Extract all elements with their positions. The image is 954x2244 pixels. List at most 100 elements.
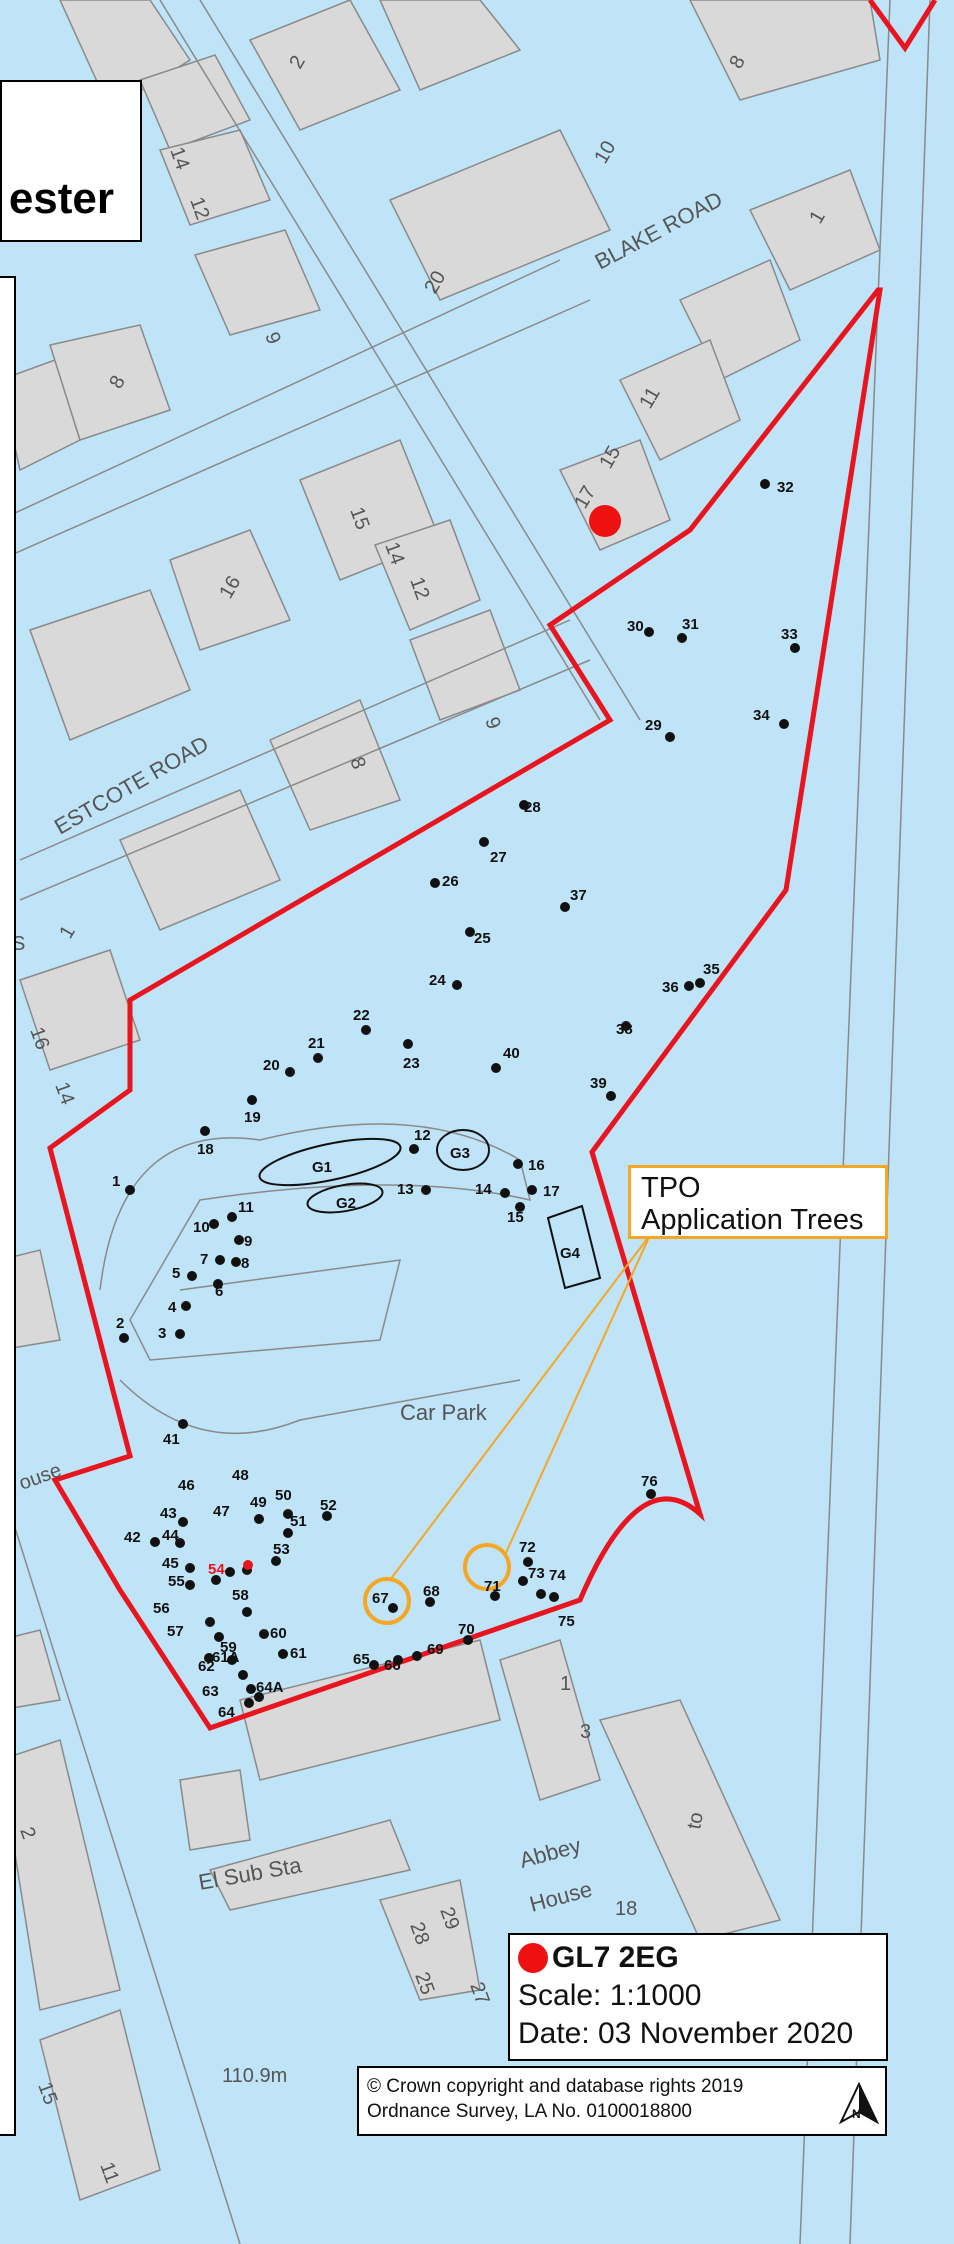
tree-point bbox=[695, 978, 705, 988]
tree-point bbox=[513, 1159, 523, 1169]
tree-label: 71 bbox=[484, 1578, 501, 1595]
tree-point bbox=[185, 1563, 195, 1573]
tree-label: 44 bbox=[162, 1527, 179, 1544]
tree-point bbox=[621, 1021, 631, 1031]
car-park-outline bbox=[99, 1123, 532, 1361]
tree-point bbox=[271, 1556, 281, 1566]
tree-label: 65 bbox=[353, 1651, 370, 1668]
tree-point bbox=[393, 1655, 403, 1665]
tree-label: 15 bbox=[507, 1209, 524, 1226]
group-label: G4 bbox=[560, 1245, 581, 1262]
tree-label: 43 bbox=[160, 1505, 177, 1522]
tree-point bbox=[500, 1188, 510, 1198]
tree-label: 1 bbox=[112, 1173, 120, 1190]
tree-label: 13 bbox=[397, 1181, 414, 1198]
copyright-box: © Crown copyright and database rights 20… bbox=[357, 2066, 887, 2136]
tree-label: 36 bbox=[662, 979, 679, 996]
tree-point bbox=[213, 1279, 223, 1289]
house-number: 18 bbox=[615, 1898, 637, 1920]
tree-label: 19 bbox=[244, 1109, 261, 1126]
tree-label: 75 bbox=[558, 1613, 575, 1630]
tree-point bbox=[519, 800, 529, 810]
tree-label: 67 bbox=[372, 1590, 389, 1607]
tree-label: 64 bbox=[218, 1704, 235, 1721]
tree-point bbox=[452, 980, 462, 990]
tree-point bbox=[119, 1333, 129, 1343]
tree-label: 41 bbox=[163, 1431, 180, 1448]
tree-point bbox=[322, 1511, 332, 1521]
roads bbox=[0, 0, 931, 2244]
copyright-line1: © Crown copyright and database rights 20… bbox=[367, 2076, 744, 2097]
street-label: Car Park bbox=[400, 1400, 488, 1425]
tree-point bbox=[247, 1095, 257, 1105]
group-label: G1 bbox=[312, 1159, 332, 1176]
tree-label: 42 bbox=[124, 1529, 141, 1546]
tree-label: 59 bbox=[220, 1639, 237, 1656]
tree-label: 33 bbox=[781, 626, 798, 643]
tree-label: 60 bbox=[270, 1625, 287, 1642]
tree-point bbox=[283, 1528, 293, 1538]
tree-label: 53 bbox=[273, 1541, 290, 1558]
tree-point bbox=[285, 1067, 295, 1077]
tree-point bbox=[421, 1185, 431, 1195]
tree-point bbox=[412, 1651, 422, 1661]
tree-point bbox=[227, 1212, 237, 1222]
copyright-line2: Ordnance Survey, LA No. 0100018800 bbox=[367, 2101, 692, 2122]
tree-label: 37 bbox=[570, 887, 587, 904]
tree-point bbox=[215, 1255, 225, 1265]
tree-label: 6 bbox=[215, 1283, 223, 1300]
tree-label: 12 bbox=[414, 1127, 431, 1144]
tpo-line2: Application Trees bbox=[641, 1204, 864, 1236]
house-number: 1 bbox=[560, 1673, 571, 1695]
tree-label: 2 bbox=[116, 1315, 124, 1332]
buildings bbox=[0, 0, 881, 2201]
tree-point bbox=[234, 1235, 244, 1245]
tree-label: 54 bbox=[208, 1561, 225, 1578]
tree-label: 8 bbox=[241, 1255, 249, 1272]
tree-label: 16 bbox=[528, 1157, 545, 1174]
house-number: 3 bbox=[580, 1721, 591, 1743]
tree-point bbox=[646, 1489, 656, 1499]
tree-label: 5 bbox=[172, 1265, 180, 1282]
tree-label: 40 bbox=[503, 1045, 520, 1062]
tree-label: 29 bbox=[645, 717, 662, 734]
tpo-legend-box: TPO Application Trees bbox=[628, 1165, 888, 1239]
tree-point bbox=[175, 1538, 185, 1548]
tree-point bbox=[409, 1144, 419, 1154]
tree-label: 9 bbox=[244, 1233, 252, 1250]
side-panel bbox=[0, 276, 16, 2136]
tree-label: 68 bbox=[423, 1583, 440, 1600]
tree-point bbox=[187, 1271, 197, 1281]
tree-label: 32 bbox=[777, 479, 794, 496]
tree-point bbox=[465, 927, 475, 937]
tree-point bbox=[491, 1063, 501, 1073]
title-box: ester bbox=[0, 80, 142, 242]
tpo-line1: TPO bbox=[641, 1172, 701, 1204]
tree-point bbox=[515, 1202, 525, 1212]
tree-point bbox=[278, 1649, 288, 1659]
tpo-ring-72 bbox=[463, 1543, 511, 1591]
tree-point bbox=[205, 1617, 215, 1627]
tree-label: 51 bbox=[290, 1513, 307, 1530]
tree-label: 50 bbox=[275, 1487, 292, 1504]
tree-point bbox=[150, 1537, 160, 1547]
tree-point bbox=[254, 1692, 264, 1702]
tree-point bbox=[760, 479, 770, 489]
scale-text: Scale: 1:1000 bbox=[518, 1979, 702, 2012]
title-text: ester bbox=[8, 174, 114, 223]
tree-label: 61 bbox=[290, 1645, 307, 1662]
group-label: G2 bbox=[336, 1195, 356, 1212]
tree-label: 23 bbox=[403, 1055, 420, 1072]
tree-point bbox=[227, 1655, 237, 1665]
site-boundary bbox=[47, 0, 938, 1732]
tree-point bbox=[560, 902, 570, 912]
tree-label: 11 bbox=[238, 1199, 254, 1216]
tree-label: 17 bbox=[543, 1183, 560, 1200]
tree-point bbox=[238, 1670, 248, 1680]
tree-label: 39 bbox=[590, 1075, 607, 1092]
tree-label: 66 bbox=[384, 1657, 401, 1674]
tree-groups bbox=[258, 1129, 602, 1290]
tree-label: 58 bbox=[232, 1587, 249, 1604]
tree-point bbox=[242, 1607, 252, 1617]
